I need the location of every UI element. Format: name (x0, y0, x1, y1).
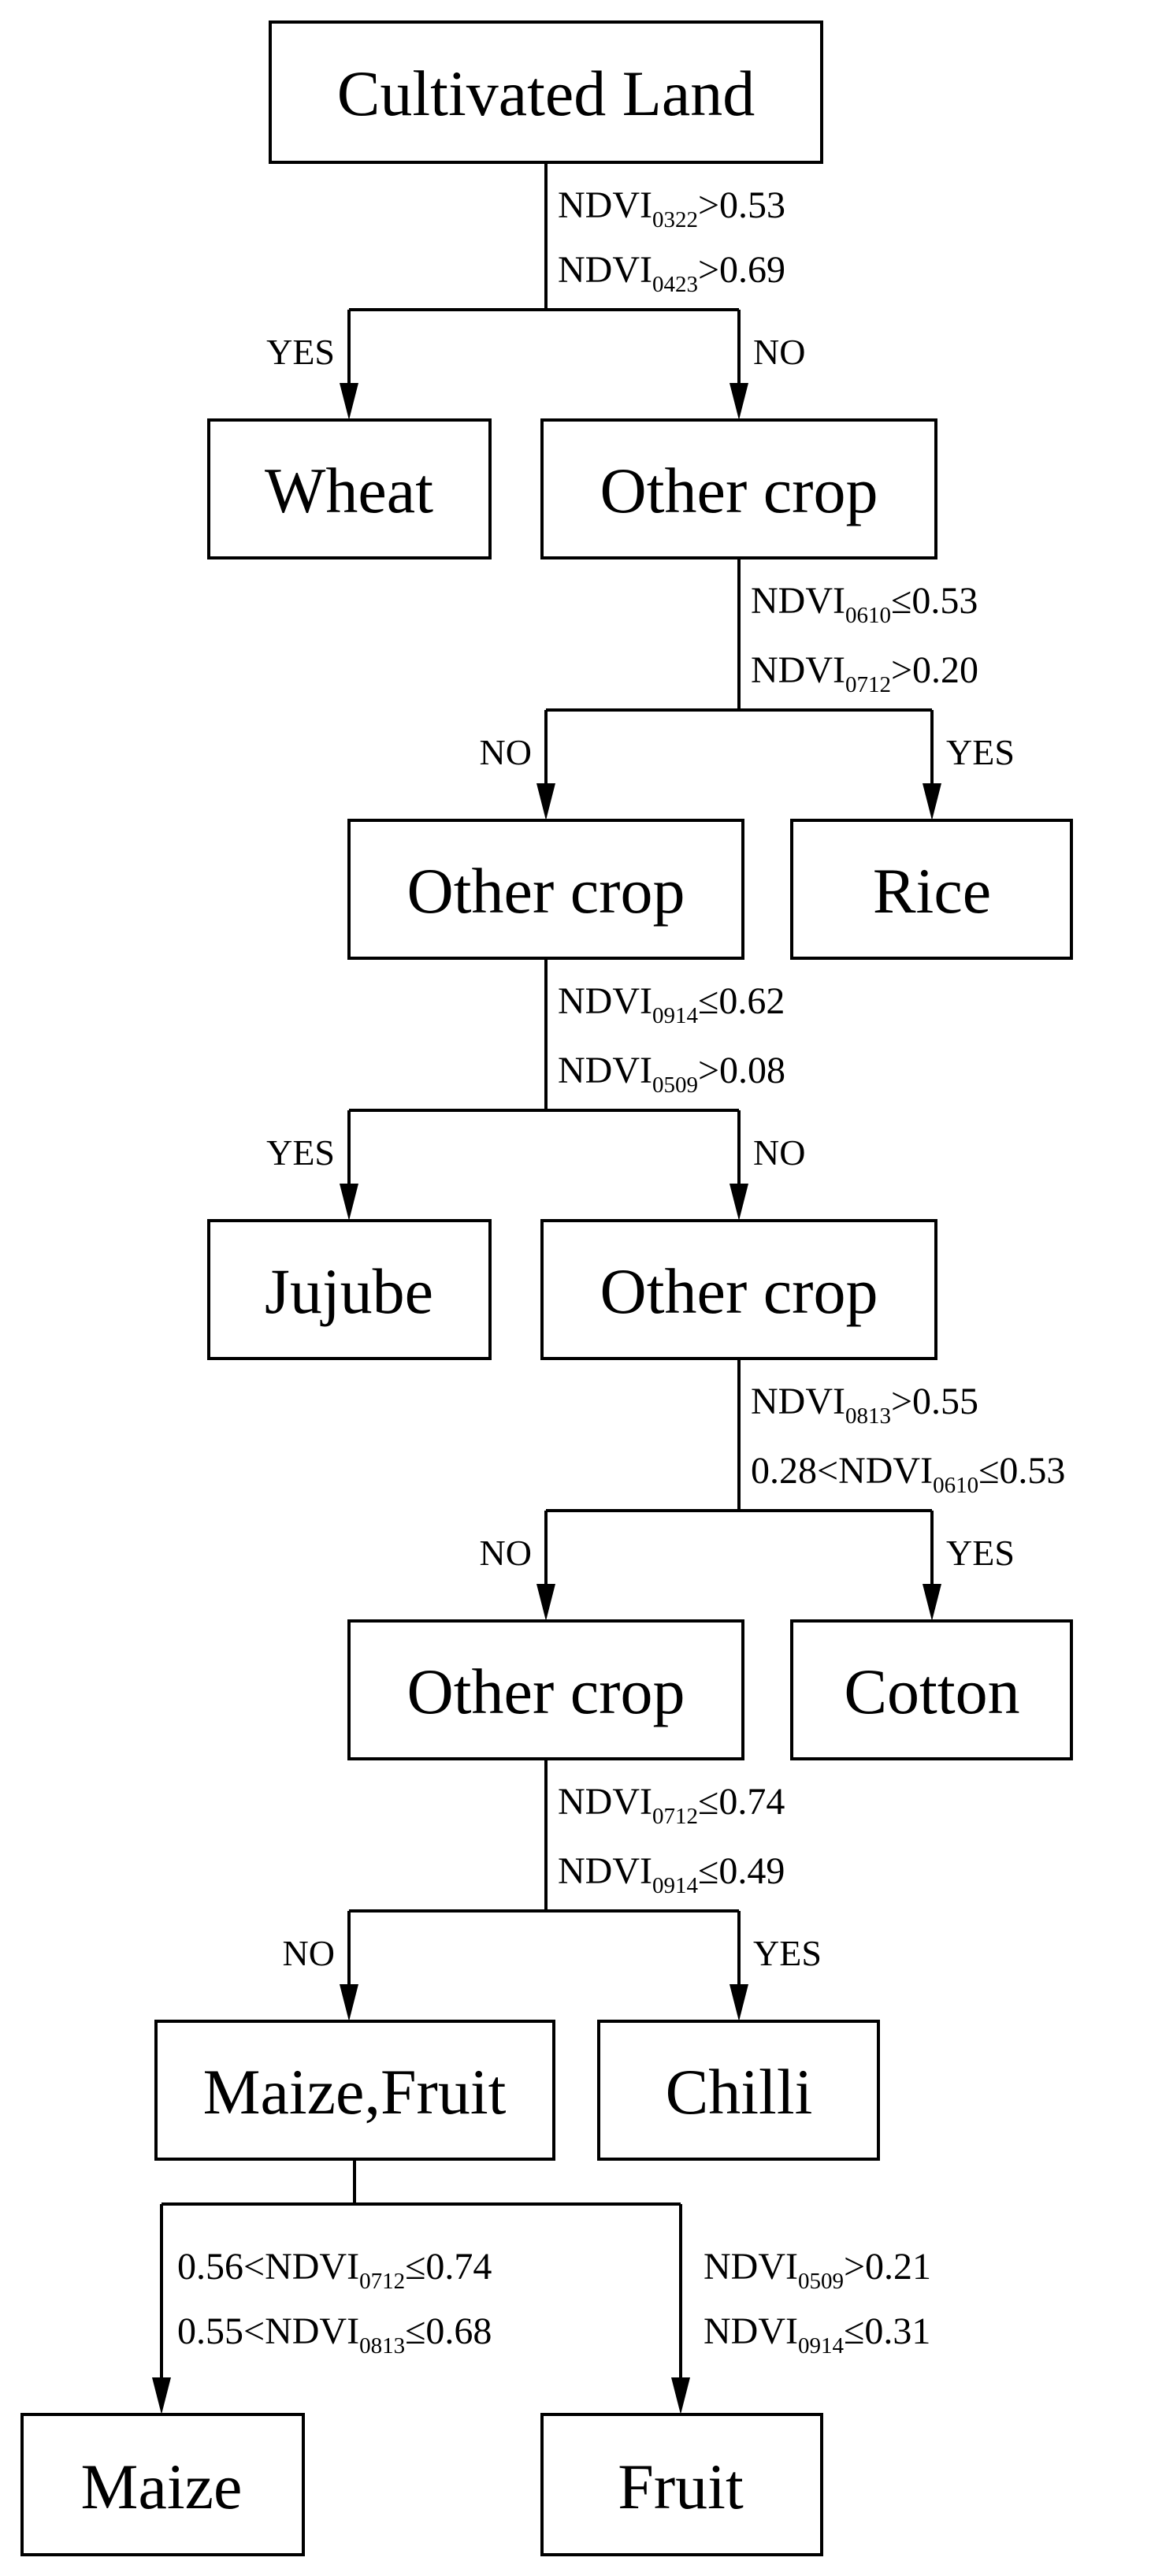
arrow-rice (923, 783, 941, 820)
node-label: Maize (81, 2451, 243, 2522)
condition-c4a: NDVI0813>0.55 (751, 1381, 978, 1429)
arrow-cotton (923, 1584, 941, 1621)
arrow-chilli (729, 1984, 748, 2021)
arrow-maize-fruit (340, 1984, 358, 2021)
branch-labels: YES NO NO YES YES NO NO YES NO YES (266, 332, 1015, 1973)
node-label: Other crop (600, 455, 878, 526)
condition-c6b: 0.55<NDVI0813≤0.68 (177, 2310, 492, 2359)
connector-root (347, 162, 741, 383)
node-label: Wheat (265, 455, 433, 526)
arrow-other1 (729, 383, 748, 420)
node-label: Other crop (407, 855, 685, 927)
branch-no-label: NO (753, 332, 805, 372)
node-label: Cultivated Land (337, 58, 755, 129)
node-fruit: Fruit (540, 2413, 823, 2556)
node-cotton: Cotton (790, 1619, 1073, 1760)
node-root: Cultivated Land (269, 20, 823, 164)
node-label: Chilli (666, 2056, 813, 2128)
condition-c2a: NDVI0610≤0.53 (751, 580, 978, 628)
branch-yes-label: YES (946, 1533, 1015, 1573)
connector-other2 (347, 958, 741, 1184)
node-label: Jujube (265, 1255, 433, 1327)
node-other-crop-2: Other crop (347, 819, 744, 960)
node-label: Other crop (600, 1255, 878, 1327)
condition-c1a: NDVI0322>0.53 (558, 184, 785, 232)
connector-maize-fruit (160, 2159, 682, 2377)
node-maize-fruit: Maize,Fruit (154, 2020, 555, 2161)
node-other-crop-3: Other crop (540, 1219, 937, 1360)
branch-yes-label: YES (266, 1132, 335, 1173)
node-label: Other crop (407, 1656, 685, 1727)
branch-yes-label: YES (946, 732, 1015, 772)
condition-c5b: NDVI0914≤0.49 (558, 1850, 785, 1898)
node-other-crop-1: Other crop (540, 418, 937, 559)
node-chilli: Chilli (597, 2020, 880, 2161)
arrow-other3 (729, 1184, 748, 1221)
node-label: Maize,Fruit (203, 2056, 507, 2128)
node-wheat: Wheat (207, 418, 492, 559)
arrow-other4 (536, 1584, 555, 1621)
arrow-maize (152, 2377, 171, 2414)
connectors (152, 162, 941, 2414)
node-label: Cotton (844, 1656, 1019, 1727)
node-maize: Maize (20, 2413, 305, 2556)
arrow-other2 (536, 783, 555, 820)
branch-no-label: NO (753, 1132, 805, 1173)
condition-c1b: NDVI0423>0.69 (558, 249, 785, 297)
condition-c3a: NDVI0914≤0.62 (558, 980, 785, 1028)
condition-c4b: 0.28<NDVI0610≤0.53 (751, 1450, 1065, 1498)
condition-c6a: 0.56<NDVI0712≤0.74 (177, 2246, 492, 2294)
condition-c3b: NDVI0509>0.08 (558, 1050, 785, 1098)
node-jujube: Jujube (207, 1219, 492, 1360)
branch-no-label: NO (283, 1933, 335, 1973)
arrow-wheat (340, 383, 358, 420)
condition-c7b: NDVI0914≤0.31 (704, 2310, 930, 2359)
branch-no-label: NO (480, 1533, 532, 1573)
connector-other1 (544, 558, 934, 783)
condition-c2b: NDVI0712>0.20 (751, 649, 978, 697)
branch-yes-label: YES (753, 1933, 822, 1973)
arrow-jujube (340, 1184, 358, 1221)
branch-no-label: NO (480, 732, 532, 772)
node-label: Fruit (618, 2451, 744, 2522)
condition-labels: NDVI0322>0.53 NDVI0423>0.69 NDVI0610≤0.5… (177, 184, 1065, 2359)
node-label: Rice (873, 855, 991, 927)
node-other-crop-4: Other crop (347, 1619, 744, 1760)
connector-other3 (544, 1359, 934, 1584)
condition-c5a: NDVI0712≤0.74 (558, 1781, 785, 1829)
connector-other4 (347, 1759, 741, 1984)
branch-yes-label: YES (266, 332, 335, 372)
condition-c7a: NDVI0509>0.21 (704, 2246, 931, 2294)
arrow-fruit (671, 2377, 690, 2414)
node-rice: Rice (790, 819, 1073, 960)
